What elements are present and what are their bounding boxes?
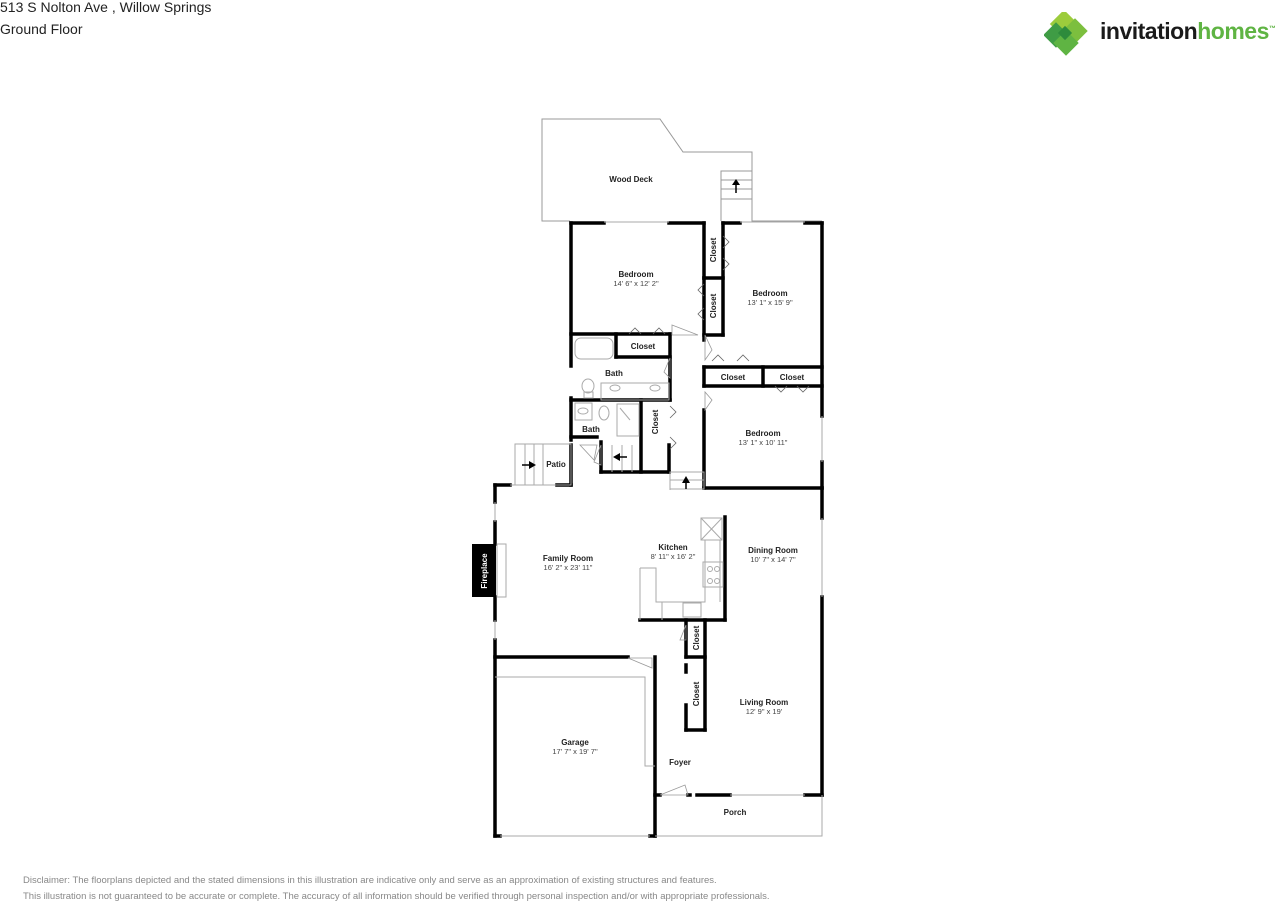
room-label-bedroom-1: Bedroom bbox=[618, 270, 653, 279]
room-label-family-room: Family Room bbox=[543, 554, 593, 563]
closet-label: Closet bbox=[692, 625, 701, 650]
thin-lines bbox=[494, 221, 823, 837]
room-label-dining-room: Dining Room bbox=[748, 546, 798, 555]
logo-wordmark: invitationhomes™ bbox=[1100, 18, 1276, 44]
wood-deck-outline bbox=[541, 118, 822, 222]
room-label-bath-1: Bath bbox=[605, 369, 623, 378]
closet-label: Closet bbox=[692, 681, 701, 706]
logo-diamond-icon bbox=[1043, 9, 1088, 56]
stair-arrow-icons bbox=[522, 453, 690, 489]
room-dims-living-room: 12' 9" x 19' bbox=[746, 707, 783, 716]
fireplace-block bbox=[472, 544, 496, 597]
room-label-porch: Porch bbox=[724, 808, 747, 817]
room-dims-dining-room: 10' 7" x 14' 7" bbox=[750, 555, 796, 564]
closet-label: Closet bbox=[651, 409, 660, 434]
room-dims-bedroom-2: 13' 1" x 15' 9" bbox=[747, 298, 793, 307]
room-dims-family-room: 16' 2" x 23' 11" bbox=[544, 563, 593, 572]
room-label-bedroom-3: Bedroom bbox=[745, 429, 780, 438]
room-label-patio: Patio bbox=[546, 460, 566, 469]
room-label-living-room: Living Room bbox=[740, 698, 788, 707]
room-label-wood-deck: Wood Deck bbox=[609, 175, 653, 184]
disclaimer-line-2: This illustration is not guaranteed to b… bbox=[23, 891, 770, 902]
deck-stair-arrow-icon bbox=[732, 179, 740, 193]
fireplace-label: Fireplace bbox=[480, 553, 489, 589]
invitation-homes-logo: invitationhomes™ bbox=[1043, 9, 1280, 58]
room-label-bath-2: Bath bbox=[582, 425, 600, 434]
closet-label: Closet bbox=[631, 342, 656, 351]
room-dims-garage: 17' 7" x 19' 7" bbox=[552, 747, 598, 756]
floor-label: Ground Floor bbox=[0, 21, 83, 37]
room-dims-bedroom-3: 13' 1" x 10' 11" bbox=[739, 438, 788, 447]
room-label-bedroom-2: Bedroom bbox=[752, 289, 787, 298]
walls bbox=[493, 221, 824, 838]
room-label-kitchen: Kitchen bbox=[658, 543, 687, 552]
doors bbox=[579, 324, 713, 796]
closet-label: Closet bbox=[709, 237, 718, 262]
room-label-foyer: Foyer bbox=[669, 758, 691, 767]
room-dims-bedroom-1: 14' 6" x 12' 2" bbox=[613, 279, 659, 288]
room-dims-kitchen: 8' 11" x 16' 2" bbox=[651, 552, 696, 561]
property-address: 513 S Nolton Ave , Willow Springs bbox=[0, 0, 212, 15]
closet-label: Closet bbox=[709, 293, 718, 318]
closet-label: Closet bbox=[721, 373, 746, 382]
disclaimer-line-1: Disclaimer: The floorplans depicted and … bbox=[23, 875, 717, 886]
closet-label: Closet bbox=[780, 373, 805, 382]
closet-door-marks bbox=[628, 235, 810, 450]
room-label-garage: Garage bbox=[561, 738, 589, 747]
